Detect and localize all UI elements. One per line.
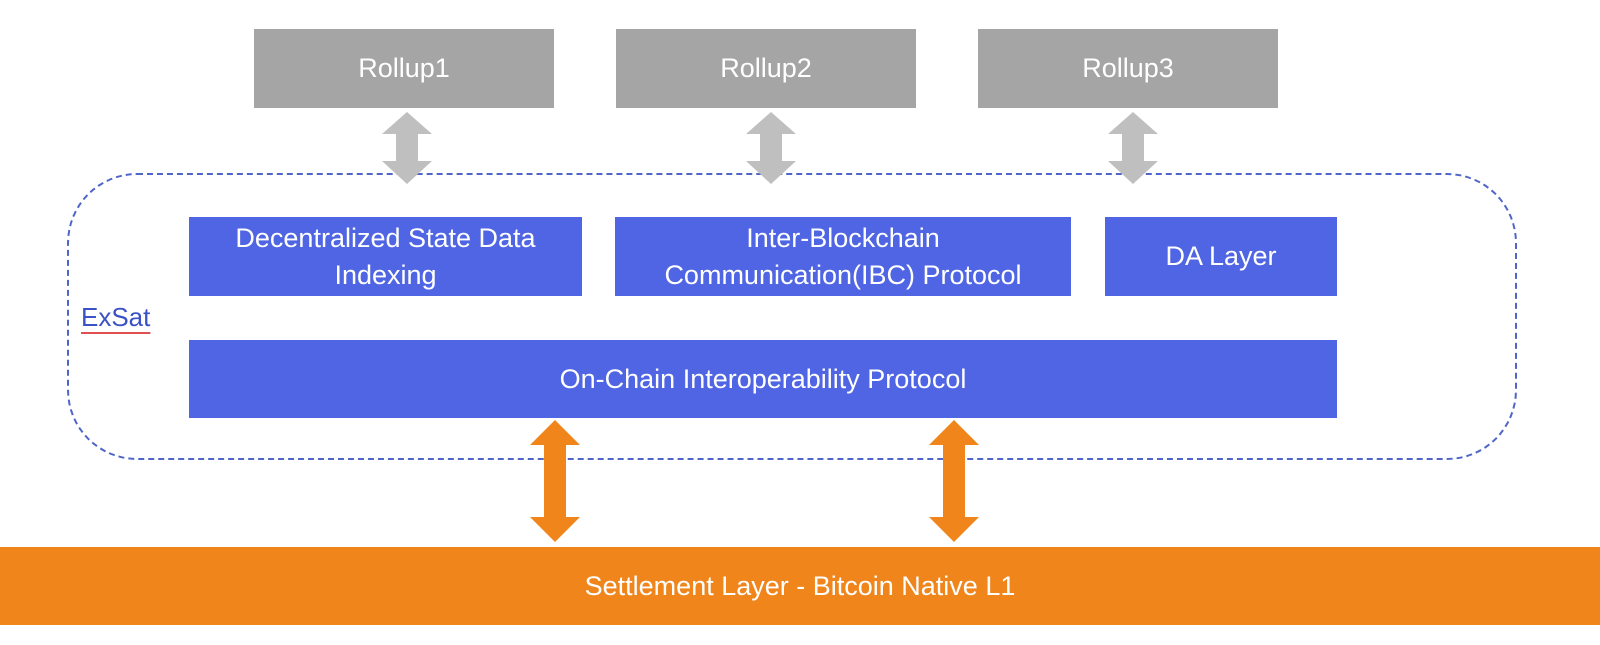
settlement-double-arrow-left xyxy=(530,420,580,542)
rollup-1-double-arrow xyxy=(382,112,432,184)
rollup-1-box: Rollup1 xyxy=(254,29,554,108)
rollup-3-double-arrow xyxy=(1108,112,1158,184)
settlement-layer-bar: Settlement Layer - Bitcoin Native L1 xyxy=(0,547,1600,625)
da-layer-box: DA Layer xyxy=(1105,217,1337,296)
exsat-label[interactable]: ExSat xyxy=(81,302,151,332)
rollup-2-box: Rollup2 xyxy=(616,29,916,108)
state-data-indexing-box: Decentralized State Data Indexing xyxy=(189,217,582,296)
ibc-protocol-box: Inter-Blockchain Communication(IBC) Prot… xyxy=(615,217,1071,296)
rollup-3-box: Rollup3 xyxy=(978,29,1278,108)
interoperability-protocol-bar: On-Chain Interoperability Protocol xyxy=(189,340,1337,418)
settlement-double-arrow-right xyxy=(929,420,979,542)
exsat-container xyxy=(67,173,1517,460)
rollup-2-double-arrow xyxy=(746,112,796,184)
